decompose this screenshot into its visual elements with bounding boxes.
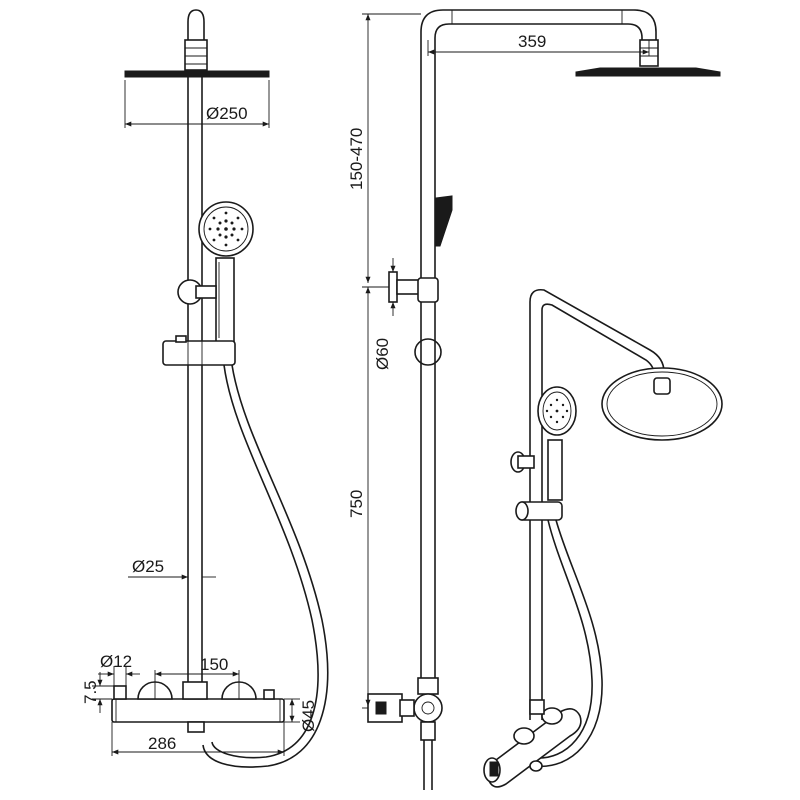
iso-arm-outer xyxy=(529,288,665,720)
side-rain-head xyxy=(575,67,721,77)
front-left-outlet xyxy=(113,685,127,700)
side-arm-inner xyxy=(434,23,643,290)
front-slider xyxy=(162,340,236,366)
side-mixer-body xyxy=(413,693,443,723)
iso-inlet-left xyxy=(513,727,535,745)
body-diameter-label: Ø45 xyxy=(299,700,318,732)
arm-length-label: 359 xyxy=(518,32,546,51)
side-riser-nut xyxy=(417,677,439,695)
body-length-label: 286 xyxy=(148,734,176,753)
iso-hose-inner xyxy=(534,519,593,759)
side-wall-bracket xyxy=(388,271,398,303)
front-top-hook xyxy=(187,9,205,42)
side-slider-knob xyxy=(414,338,442,366)
front-mixer-body xyxy=(111,698,285,723)
side-view: 359 150-470 750 Ø60 xyxy=(347,9,721,790)
side-arm-outer xyxy=(420,9,657,290)
iso-hand-shower-nozzles xyxy=(545,398,569,424)
side-bottom-outlet xyxy=(420,721,436,741)
height-adjust-label: 150-470 xyxy=(347,128,366,190)
riser-height-label: 750 xyxy=(347,490,366,518)
front-riser-nut xyxy=(182,681,208,700)
front-bottom-outlet xyxy=(187,721,205,733)
head-diameter-label: Ø250 xyxy=(206,104,248,123)
iso-hose-outer xyxy=(534,519,603,768)
front-head-connector xyxy=(184,39,208,71)
side-hand-shower xyxy=(435,195,453,247)
isometric-view xyxy=(483,288,723,788)
side-upper-clamp xyxy=(417,277,439,303)
front-view: Ø250 Ø25 xyxy=(81,9,329,768)
front-right-outlet xyxy=(263,689,275,700)
inlet-spacing-label: 150 xyxy=(200,655,228,674)
slide-diameter-label: Ø60 xyxy=(373,338,392,370)
front-rain-head xyxy=(124,70,270,78)
pipe-diameter-label: Ø25 xyxy=(132,557,164,576)
offset-label: 7.5 xyxy=(81,680,100,704)
front-hand-shower-nozzles xyxy=(208,211,244,247)
iso-hand-shower-handle xyxy=(547,439,563,501)
front-hose-inner xyxy=(211,364,319,759)
outlet-diameter-label: Ø12 xyxy=(100,652,132,671)
front-hose-outer xyxy=(202,364,329,768)
iso-inlet-right xyxy=(541,707,563,725)
iso-rain-head xyxy=(601,367,723,441)
